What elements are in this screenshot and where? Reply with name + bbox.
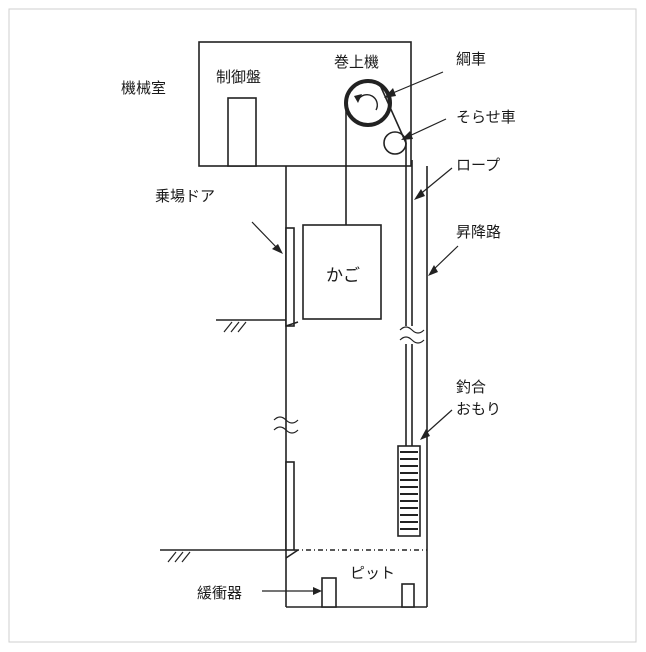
hoistway-label: 昇降路: [456, 223, 501, 241]
car-buffer: [321, 577, 337, 608]
shaft-break-mark: [273, 416, 299, 424]
landing-door-upper: [285, 227, 295, 327]
figure-frame: [8, 8, 637, 643]
car-box: [302, 224, 382, 320]
upper-floor-hatch: [223, 321, 247, 333]
sheave: [344, 79, 392, 127]
landing-door-lower-sill: [285, 549, 299, 559]
rope-break-mark: [399, 336, 425, 344]
landing-door-label: 乗場ドア: [155, 187, 215, 205]
counterweight-label-line2: おもり: [456, 400, 501, 418]
landing-door-arrowhead: [272, 244, 283, 254]
rope-label: ロープ: [456, 156, 500, 174]
control-panel-box: [227, 97, 257, 167]
counterweight-leader: [422, 409, 453, 437]
shaft-break-mark: [273, 426, 299, 434]
sheave-label: 綱車: [456, 50, 486, 68]
deflector-leader: [404, 118, 447, 139]
machine-room-label: 機械室: [121, 79, 166, 97]
pit-label: ピット: [350, 564, 395, 582]
rope-over-sheave: [379, 84, 407, 144]
deflector-sheave-label: そらせ車: [456, 108, 516, 126]
lowest-floor-hatch: [167, 551, 191, 563]
control-panel-label: 制御盤: [216, 68, 261, 86]
buffer-arrowhead: [313, 587, 322, 595]
rope-arrowhead: [414, 189, 425, 200]
counterweight-arrowhead: [420, 429, 430, 440]
counterweight-label-line1: 釣合: [456, 378, 486, 396]
landing-door-lower: [285, 461, 295, 551]
hoist-label: 巻上機: [334, 53, 379, 71]
sheave-arrowhead: [384, 88, 396, 98]
leader-lines: [251, 71, 459, 595]
rope-break-mark: [399, 326, 425, 334]
deflector-arrowhead: [401, 131, 413, 140]
hoistway-arrowhead: [428, 265, 438, 276]
rope-leader: [417, 167, 453, 197]
car-label: かご: [326, 266, 360, 286]
landing-door-sill: [285, 321, 299, 327]
rotation-arrow-head: [354, 94, 362, 103]
counterweight: [397, 445, 421, 537]
counterweight-buffer: [401, 583, 415, 608]
buffer-label: 緩衝器: [197, 584, 242, 602]
counterweight-stripes: [400, 451, 418, 530]
landing-door-leader: [251, 221, 280, 251]
sheave-leader: [387, 71, 444, 96]
